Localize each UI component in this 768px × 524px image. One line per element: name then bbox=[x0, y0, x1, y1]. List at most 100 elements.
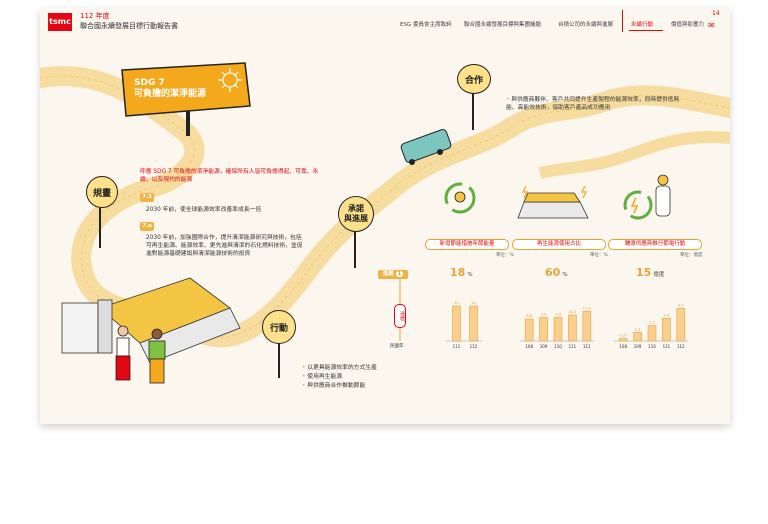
bar-data-label: 9.4 bbox=[541, 313, 547, 317]
report-page: tsmc 112 年度 聯合國永續發展目標行動報告書 ESG 委員會主席致詞 聯… bbox=[40, 8, 730, 424]
nav-item-chair-message[interactable]: ESG 委員會主席致詞 bbox=[400, 22, 452, 28]
kpi-headline-value: 18 bbox=[450, 266, 466, 279]
bar-data-label: 14 bbox=[471, 301, 476, 305]
coop-text: • 與供應商夥伴、客戶共同提升生產製程的能源效率，同時提供低耗能、高能效技術，協… bbox=[506, 97, 680, 111]
x-tick-label: 110 bbox=[554, 344, 562, 349]
bar-data-label: 1.3 bbox=[635, 327, 641, 331]
x-tick-label: 109 bbox=[634, 344, 642, 349]
kpi-headline-unit: 億度 bbox=[653, 272, 665, 278]
kpi-headline-unit: % bbox=[562, 272, 568, 278]
bar-112 bbox=[582, 310, 592, 342]
legend-progress-tag: 進展 1 bbox=[378, 270, 408, 279]
sdg-sign bbox=[121, 62, 251, 117]
nav-item-un-sdgs[interactable]: 聯合國永續發展目標與集團議題 bbox=[464, 22, 542, 28]
electric-bus-icon bbox=[400, 129, 452, 165]
kpi-label-renewable: 再生能源使用占比 bbox=[512, 239, 606, 250]
bar-data-label: 11.9 bbox=[583, 306, 592, 310]
x-tick-label: 112 bbox=[677, 344, 685, 349]
kpi-unit-energy-saving: 單位：% bbox=[496, 253, 514, 258]
x-tick-label: 108 bbox=[525, 344, 533, 349]
road-illustration: 14 111 14 112 8.8 108 9.4 109 9.4 110 10.4 111 11.9… bbox=[40, 62, 730, 384]
kpi-label-supplier: 輔導供應商推行節電行動 bbox=[608, 239, 702, 250]
stage-sign-coop: 合作 bbox=[457, 64, 491, 94]
mail-icon[interactable]: ✉ bbox=[708, 21, 715, 30]
bar-109 bbox=[539, 317, 548, 342]
legend-year-label: 民國年 bbox=[390, 344, 404, 349]
report-header: tsmc 112 年度 聯合國永續發展目標行動報告書 ESG 委員會主席致詞 聯… bbox=[40, 8, 730, 38]
action-item-label: 使用再生能源 bbox=[307, 374, 343, 380]
legend-progress-label: 進展 bbox=[382, 271, 394, 277]
bar-108 bbox=[524, 318, 534, 342]
action-item-label: 與供應商合作推動節能 bbox=[307, 383, 366, 389]
kpi-label-energy-saving: 新增節能措施年節能量 bbox=[425, 239, 509, 250]
kpi-headline-value: 60 bbox=[545, 266, 561, 279]
bar-108 bbox=[618, 338, 628, 342]
worker-red-illustration bbox=[115, 325, 131, 381]
sdg-number: SDG 7 bbox=[134, 78, 165, 88]
x-tick-label: 111 bbox=[569, 344, 577, 349]
kpi-unit-renewable: 單位：% bbox=[590, 253, 608, 258]
legend-achieved-badge: 達標 bbox=[394, 304, 406, 328]
coop-text-body: 與供應商夥伴、客戶共同提升生產製程的能源效率，同時提供低耗能、高能效技術，協助客… bbox=[506, 97, 680, 111]
action-list: • 以更具能源效率的方式生產 • 使用再生能源 • 與供應商合作推動節能 bbox=[302, 364, 442, 391]
x-tick-label: 109 bbox=[540, 344, 548, 349]
bar-111 bbox=[568, 314, 577, 342]
action-item: • 以更具能源效率的方式生產 bbox=[302, 365, 377, 371]
sun-icon bbox=[218, 68, 242, 92]
solar-panel-icon bbox=[517, 185, 589, 219]
bar-data-label: 2.3 bbox=[649, 321, 655, 325]
energy-saving-icon bbox=[444, 182, 476, 214]
action-item: • 與供應商合作推動節能 bbox=[302, 383, 366, 389]
tsmc-logo[interactable]: tsmc bbox=[48, 13, 72, 31]
action-item-label: 以更具能源效率的方式生產 bbox=[307, 365, 377, 371]
stage-sign-commit: 承諾 與進展 bbox=[338, 196, 374, 232]
page-number: 14 bbox=[712, 10, 720, 17]
bar-110 bbox=[553, 317, 563, 342]
bar-111 bbox=[662, 318, 671, 342]
plan-intro: 呼應 SDG 7 可負擔的潔淨能源，確保所有人皆可負擔得起、可靠、永續，以及現代… bbox=[140, 169, 319, 183]
bar-110 bbox=[647, 325, 657, 342]
target-tag-7-a: 7.a bbox=[140, 222, 154, 231]
worker-green-illustration bbox=[148, 328, 166, 384]
x-tick-label: 111 bbox=[453, 344, 461, 349]
kpi-headline-renewable: 60% bbox=[545, 266, 568, 279]
x-tick-label: 112 bbox=[470, 344, 478, 349]
bar-data-label: 10.4 bbox=[568, 310, 577, 314]
sdg-title: 可負擔的潔淨能源 bbox=[134, 89, 207, 99]
nav-active-underline bbox=[629, 30, 663, 31]
kpi-unit-supplier: 單位：億度 bbox=[680, 253, 703, 258]
target-tag-7-3: 7.3 bbox=[140, 193, 154, 202]
sdg-sign-label: SDG 7 可負擔的潔淨能源 bbox=[134, 78, 206, 100]
bar-data-label: 9.4 bbox=[555, 313, 561, 317]
bar-109 bbox=[633, 332, 642, 342]
nav-item-value-impact[interactable]: 價值與影響力 bbox=[671, 22, 705, 28]
stage-sign-action: 行動 bbox=[262, 310, 296, 344]
report-title: 聯合國永續發展目標行動報告書 bbox=[80, 22, 178, 30]
kpi-headline-energy-saving: 18% bbox=[450, 266, 473, 279]
bar-data-label: 8.8 bbox=[526, 314, 532, 318]
solar-field-illustration bbox=[61, 277, 241, 364]
kpi-headline-unit: % bbox=[467, 272, 473, 278]
report-year: 112 年度 bbox=[80, 12, 110, 20]
legend-progress-num: 1 bbox=[395, 271, 404, 277]
supplier-coaching-icon bbox=[623, 174, 671, 220]
bar-112 bbox=[469, 305, 478, 342]
bar-data-label: 0.37 bbox=[619, 334, 627, 338]
stage-sign-plan: 規畫 bbox=[86, 176, 118, 208]
kpi-headline-value: 15 bbox=[636, 266, 652, 279]
chart-renewable-share: 8.8 108 9.4 109 9.4 110 10.4 111 11.9 112 bbox=[520, 306, 594, 349]
chart-energy-saving: 14 111 14 112 bbox=[446, 301, 482, 349]
nav-divider bbox=[622, 10, 623, 32]
x-tick-label: 112 bbox=[583, 344, 591, 349]
target-text-7-3: 2030 年前，使全球能源效率改善率成長一倍 bbox=[146, 207, 262, 213]
bar-data-label: 14 bbox=[454, 301, 459, 305]
bar-112 bbox=[676, 308, 686, 342]
bar-111 bbox=[452, 305, 461, 342]
x-tick-label: 108 bbox=[619, 344, 627, 349]
nav-item-progress[interactable]: 台積公司的永續與進展 bbox=[558, 22, 614, 28]
x-tick-label: 110 bbox=[648, 344, 656, 349]
bar-data-label: 4.9 bbox=[678, 303, 684, 307]
nav-item-actions[interactable]: 永續行動 bbox=[631, 22, 654, 28]
